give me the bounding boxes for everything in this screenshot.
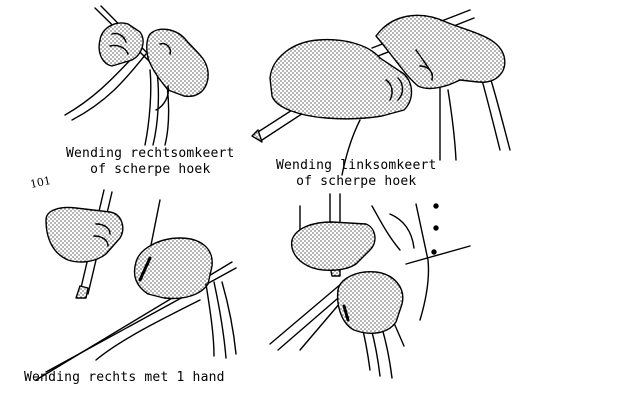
rein-line: [447, 89, 457, 161]
glove-left: [98, 22, 144, 67]
glove-upper: [290, 221, 376, 271]
glove-right: [145, 28, 209, 98]
rein-line: [341, 119, 361, 176]
caption-top-left: Wending rechtsomkeert of scherpe hoek: [66, 146, 235, 178]
rein-line: [71, 53, 147, 121]
coat-button: [431, 249, 437, 255]
knuckle-line: [109, 44, 129, 55]
rein-line: [149, 199, 161, 251]
rein-grip: [138, 256, 152, 282]
coat-line: [371, 205, 401, 251]
rein-line: [155, 85, 170, 111]
rein-line: [95, 299, 201, 361]
whip-tip: [251, 129, 263, 143]
glove-right: [375, 14, 506, 90]
caption-line: of scherpe hoek: [90, 162, 211, 177]
illustration-top-left: [64, 5, 209, 146]
rein-line: [269, 277, 349, 345]
rein-line: [213, 281, 227, 359]
caption-line: Wending rechtsomkeert: [66, 146, 235, 161]
rein-line: [221, 281, 237, 355]
knuckle-line: [397, 77, 404, 101]
knuckle-line: [159, 42, 172, 55]
coat-line: [415, 203, 430, 321]
knuckle-line: [93, 235, 109, 247]
coat-line: [405, 245, 471, 265]
knuckle-line: [95, 223, 111, 235]
knuckle-line: [385, 79, 393, 101]
caption-line: Wending linksomkeert: [276, 158, 437, 173]
coat-line: [389, 213, 415, 249]
whip-tip: [75, 285, 89, 299]
glove-left: [45, 206, 124, 263]
glove-left: [269, 38, 413, 120]
illustration-bottom-left: [35, 189, 237, 381]
knuckle-line: [111, 32, 127, 43]
coat-button: [433, 203, 439, 209]
caption-bottom-left: Wending rechts met 1 hand: [24, 370, 225, 385]
rein-line: [415, 49, 431, 71]
illustration-top-right: [251, 9, 511, 176]
illustration-bottom-right: [269, 193, 471, 379]
rein-line: [205, 283, 215, 357]
caption-top-right: Wending linksomkeert of scherpe hoek: [276, 158, 437, 190]
rein-grip: [342, 304, 350, 322]
coat-button: [433, 225, 439, 231]
glove-lower: [336, 271, 404, 334]
glove-right: [133, 237, 213, 300]
caption-line: of scherpe hoek: [296, 174, 417, 189]
rein-line: [144, 69, 152, 146]
